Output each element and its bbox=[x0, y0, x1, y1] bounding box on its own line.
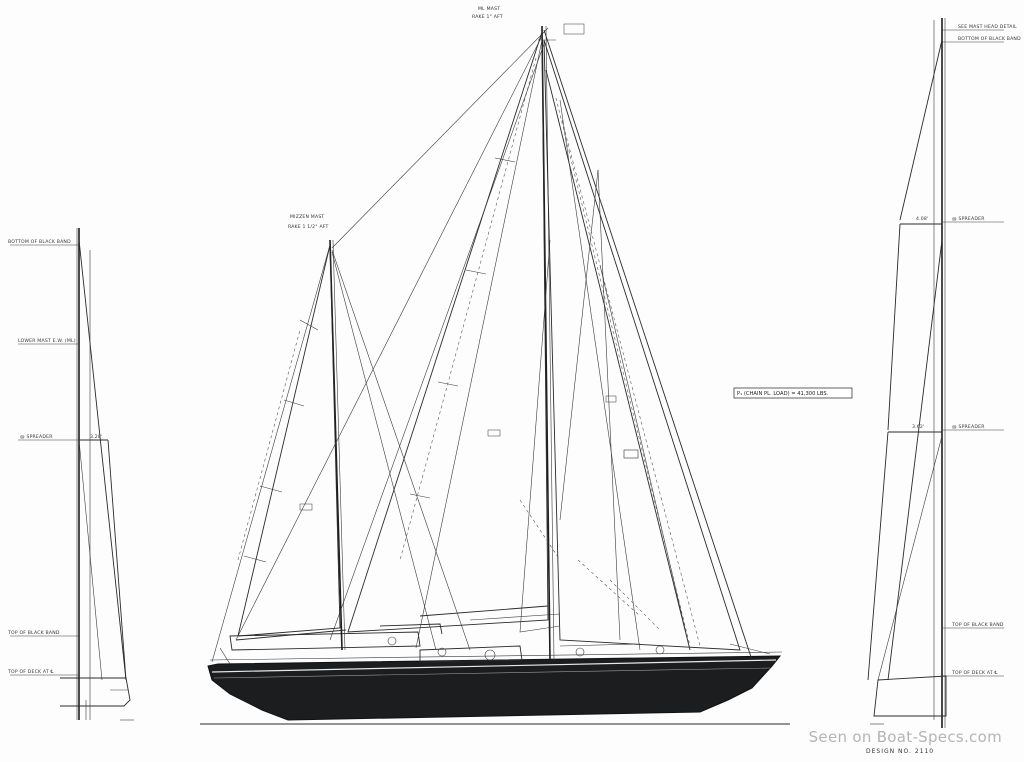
right-top-black-band-label: TOP OF BLACK BAND bbox=[951, 622, 1004, 628]
right-spreader-lower-dim: 3.62' bbox=[912, 424, 925, 430]
right-spreader-upper-label: @ SPREADER bbox=[952, 216, 985, 222]
right-top-deck-label: TOP OF DECK AT ℄ bbox=[951, 670, 998, 676]
right-mast-elevation: SEE MAST HEAD DETAIL BOTTOM OF BLACK BAN… bbox=[867, 18, 1021, 728]
left-spreader-dim: 3.28' bbox=[90, 434, 103, 440]
chain-plate-load-box bbox=[733, 387, 853, 399]
main-mast-label: ML MAST bbox=[478, 6, 500, 12]
left-mast-elevation: BOTTOM OF BLACK BAND LOWER MAST E.W. (ML… bbox=[7, 228, 134, 721]
mizzen-mast-label: MIZZEN MAST bbox=[290, 214, 324, 220]
main-mast-rake-label: RAKE 1° AFT bbox=[472, 14, 503, 20]
left-top-deck-label: TOP OF DECK AT ℄ bbox=[7, 669, 54, 675]
boat-profile: MIZZEN MAST RAKE 1 1/2° AFT ML MAST RAKE… bbox=[200, 6, 853, 725]
right-spreader-upper-dim: 4.08' bbox=[916, 216, 929, 222]
left-top-black-band-label: TOP OF BLACK BAND bbox=[7, 630, 60, 636]
forestay bbox=[543, 29, 753, 661]
right-see-mast-head-label: SEE MAST HEAD DETAIL bbox=[958, 24, 1017, 30]
chain-plate-load-label: P₁ (CHAIN PL. LOAD) = 41,300 LBS. bbox=[737, 391, 829, 397]
left-bottom-black-band-label: BOTTOM OF BLACK BAND bbox=[8, 239, 71, 245]
design-number: DESIGN NO. 2110 bbox=[866, 748, 935, 755]
left-lower-mast-label: LOWER MAST E.W. (ML) bbox=[18, 338, 76, 344]
right-bottom-black-band-label: BOTTOM OF BLACK BAND bbox=[958, 36, 1021, 42]
left-spreader-label: @ SPREADER bbox=[20, 434, 53, 440]
mizzen-mast-rake-label: RAKE 1 1/2° AFT bbox=[288, 224, 329, 230]
watermark: Seen on Boat-Specs.com bbox=[808, 728, 1002, 746]
right-spreader-lower-label: @ SPREADER bbox=[952, 424, 985, 430]
hull bbox=[207, 655, 782, 721]
